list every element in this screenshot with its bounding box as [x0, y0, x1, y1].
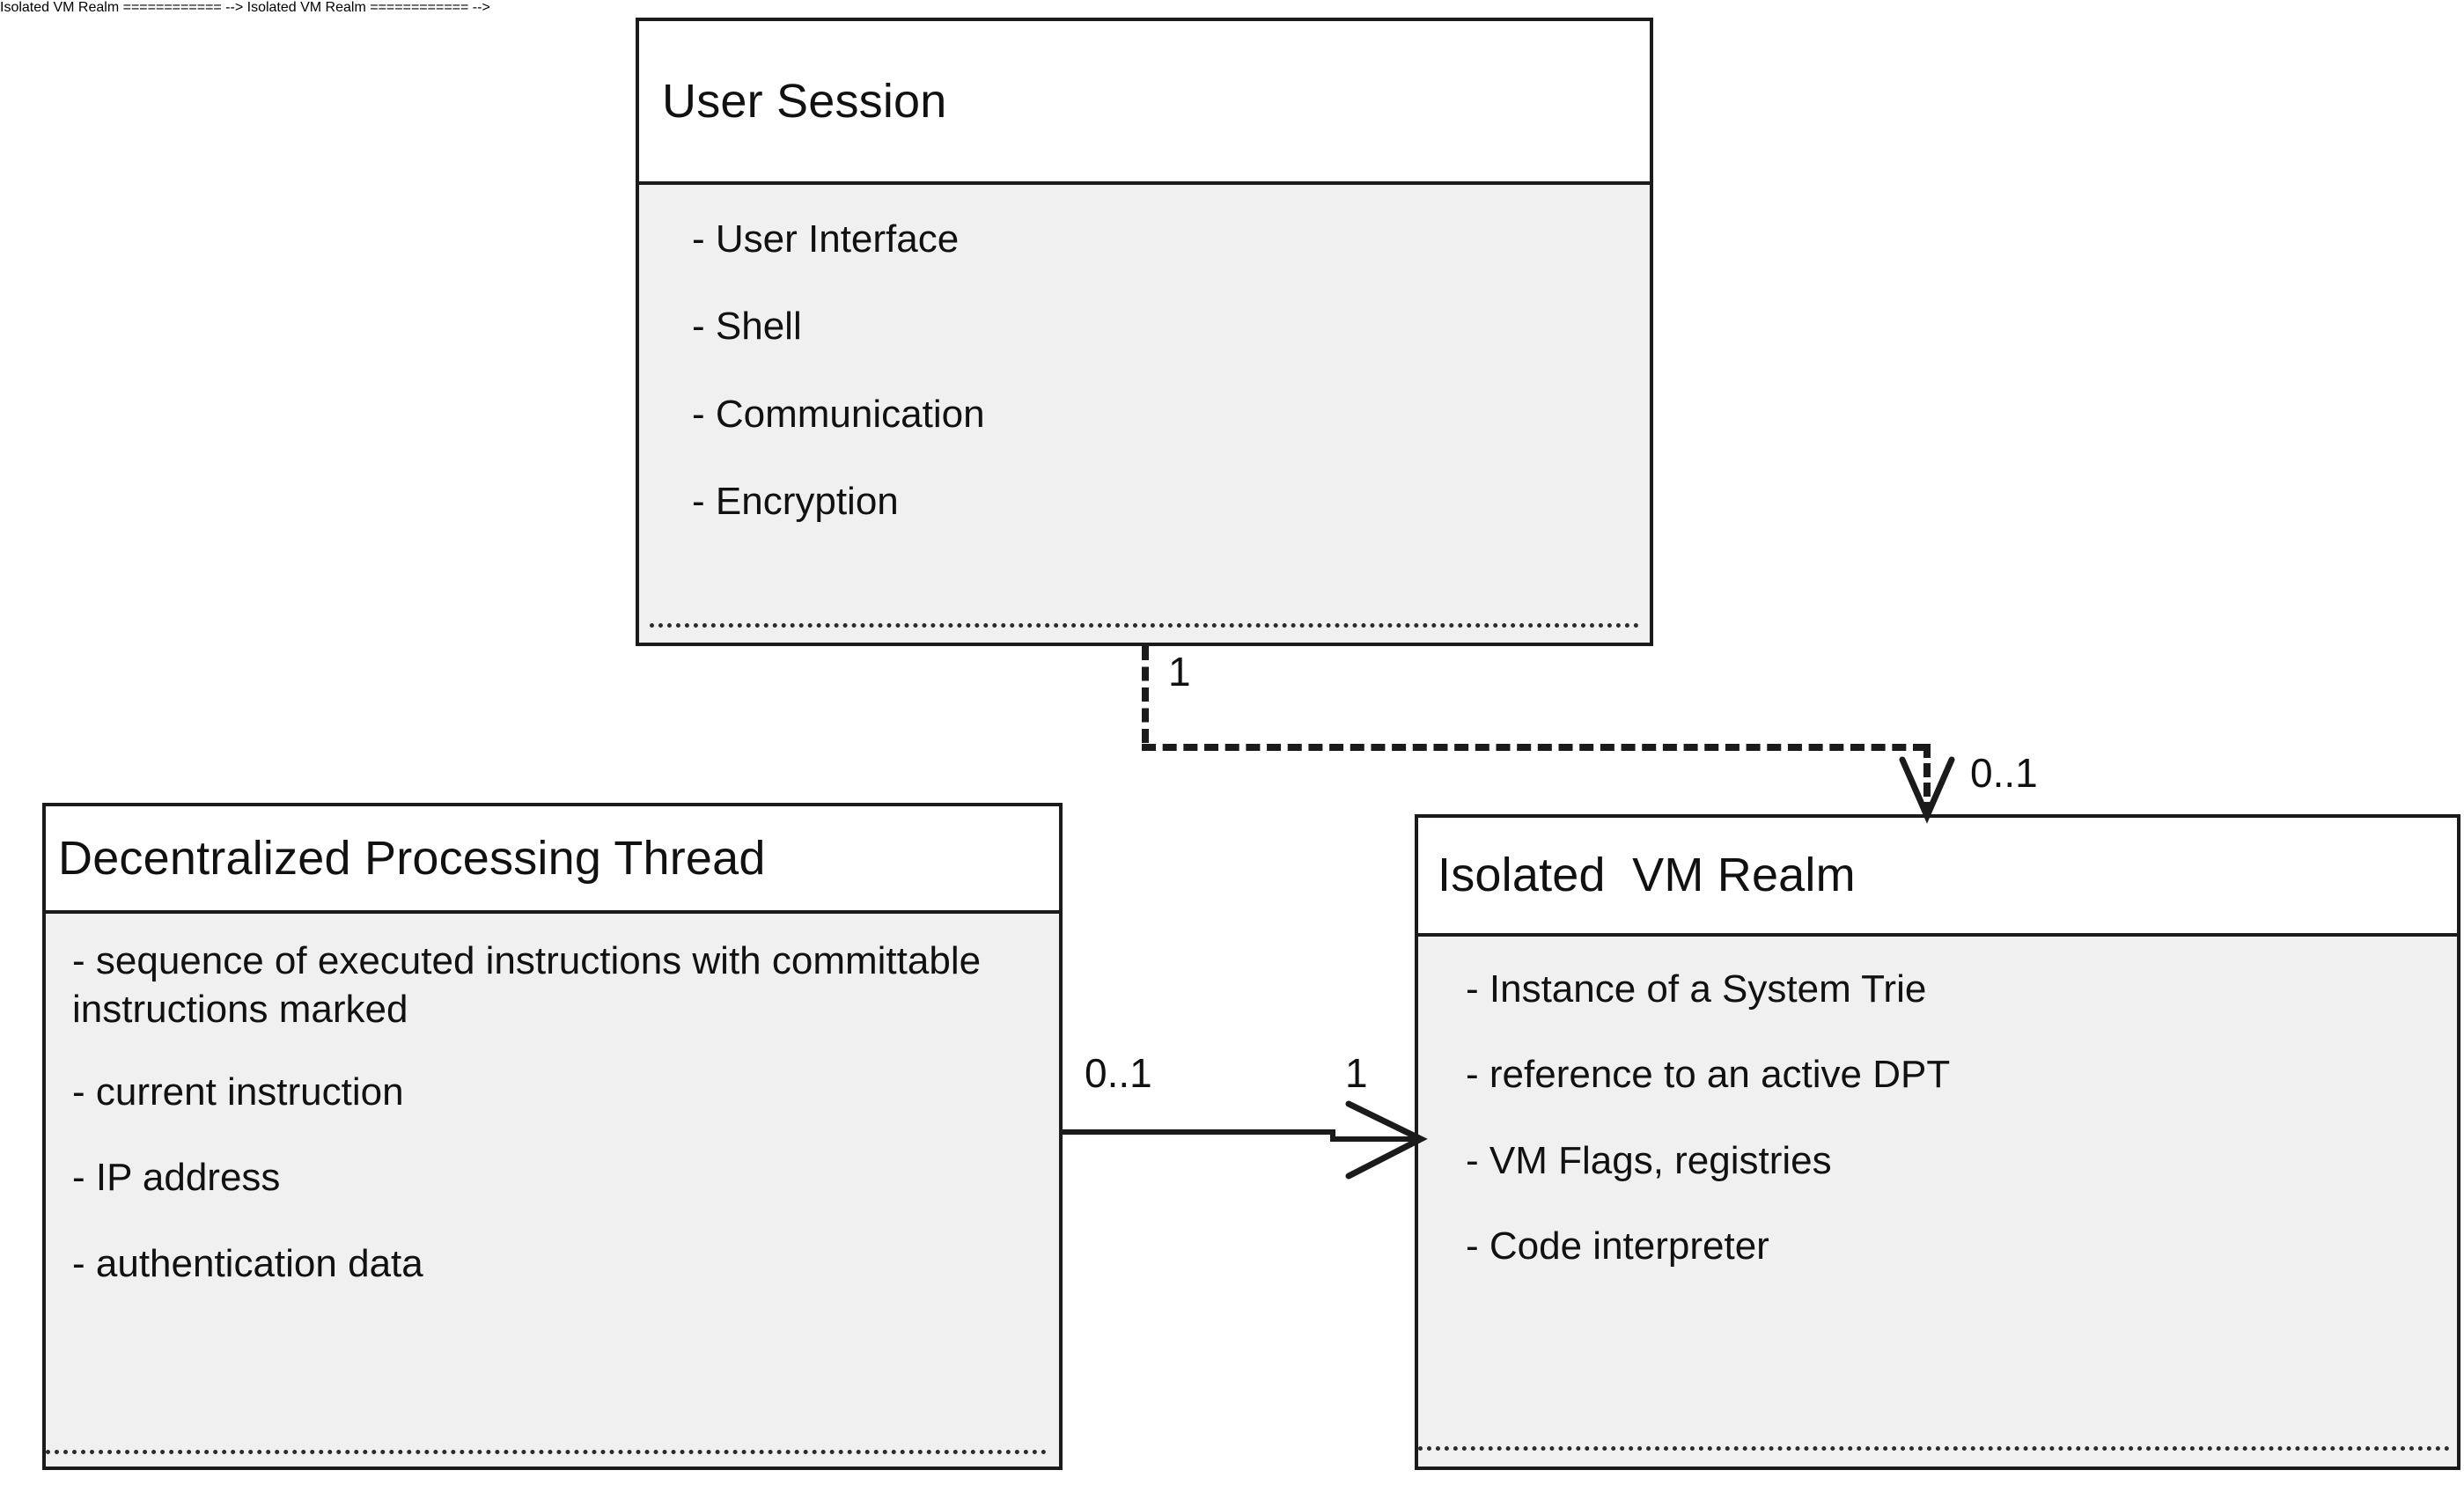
- uml-class-header-isolated-vm-realm: Isolated VM Realm: [1418, 818, 2457, 937]
- association-edge-segment-2: [1330, 1136, 1418, 1142]
- uml-attribute-compartment-decentralized-processing-thread: - sequence of executed instructions with…: [46, 914, 1059, 1467]
- uml-attribute: - current instruction: [72, 1070, 404, 1114]
- uml-class-user-session[interactable]: User Session - User Interface - Shell - …: [636, 18, 1653, 646]
- uml-attribute: - IP address: [72, 1156, 281, 1200]
- dependency-target-multiplicity: 0..1: [1970, 750, 2038, 796]
- uml-class-title-isolated-vm-realm: Isolated VM Realm: [1438, 849, 1856, 902]
- uml-class-title-user-session: User Session: [662, 74, 947, 128]
- association-target-multiplicity: 1: [1345, 1050, 1368, 1096]
- dependency-edge-horizontal: [1142, 744, 1927, 751]
- uml-attribute: - Communication: [692, 392, 985, 436]
- uml-operations-separator: [650, 623, 1639, 628]
- uml-class-header-decentralized-processing-thread: Decentralized Processing Thread: [46, 806, 1059, 914]
- uml-class-title-decentralized-processing-thread: Decentralized Processing Thread: [58, 831, 766, 885]
- dependency-edge-vertical-target: [1923, 744, 1931, 816]
- association-arrowhead-icon: [1345, 1100, 1428, 1180]
- uml-class-header-user-session: User Session: [639, 21, 1650, 185]
- dependency-source-multiplicity: 1: [1168, 649, 1191, 695]
- association-edge-step: [1330, 1129, 1335, 1142]
- uml-attribute: - VM Flags, registries: [1466, 1138, 1832, 1182]
- uml-attribute: - reference to an active DPT: [1466, 1053, 1951, 1097]
- uml-class-isolated-vm-realm[interactable]: Isolated VM Realm - Instance of a System…: [1415, 814, 2460, 1470]
- uml-attribute-compartment-isolated-vm-realm: - Instance of a System Trie - reference …: [1418, 937, 2457, 1467]
- uml-class-decentralized-processing-thread[interactable]: Decentralized Processing Thread - sequen…: [42, 803, 1063, 1470]
- uml-attribute: - Shell: [692, 305, 802, 349]
- association-edge-segment-1: [1063, 1129, 1335, 1135]
- uml-attribute: - Encryption: [692, 480, 899, 524]
- uml-attribute: - Instance of a System Trie: [1466, 967, 1927, 1011]
- dependency-arrowhead-icon: [1899, 756, 1955, 824]
- uml-attribute: - Code interpreter: [1466, 1224, 1769, 1268]
- association-source-multiplicity: 0..1: [1085, 1050, 1152, 1096]
- dependency-edge-vertical-source: [1142, 646, 1149, 743]
- uml-attribute: - sequence of executed instructions with…: [72, 939, 992, 1032]
- uml-operations-separator: [1418, 1446, 2450, 1451]
- uml-operations-separator: [46, 1450, 1047, 1454]
- uml-attribute: - authentication data: [72, 1241, 423, 1285]
- uml-attribute: - User Interface: [692, 217, 960, 261]
- uml-attribute-compartment-user-session: - User Interface - Shell - Communication…: [639, 185, 1650, 643]
